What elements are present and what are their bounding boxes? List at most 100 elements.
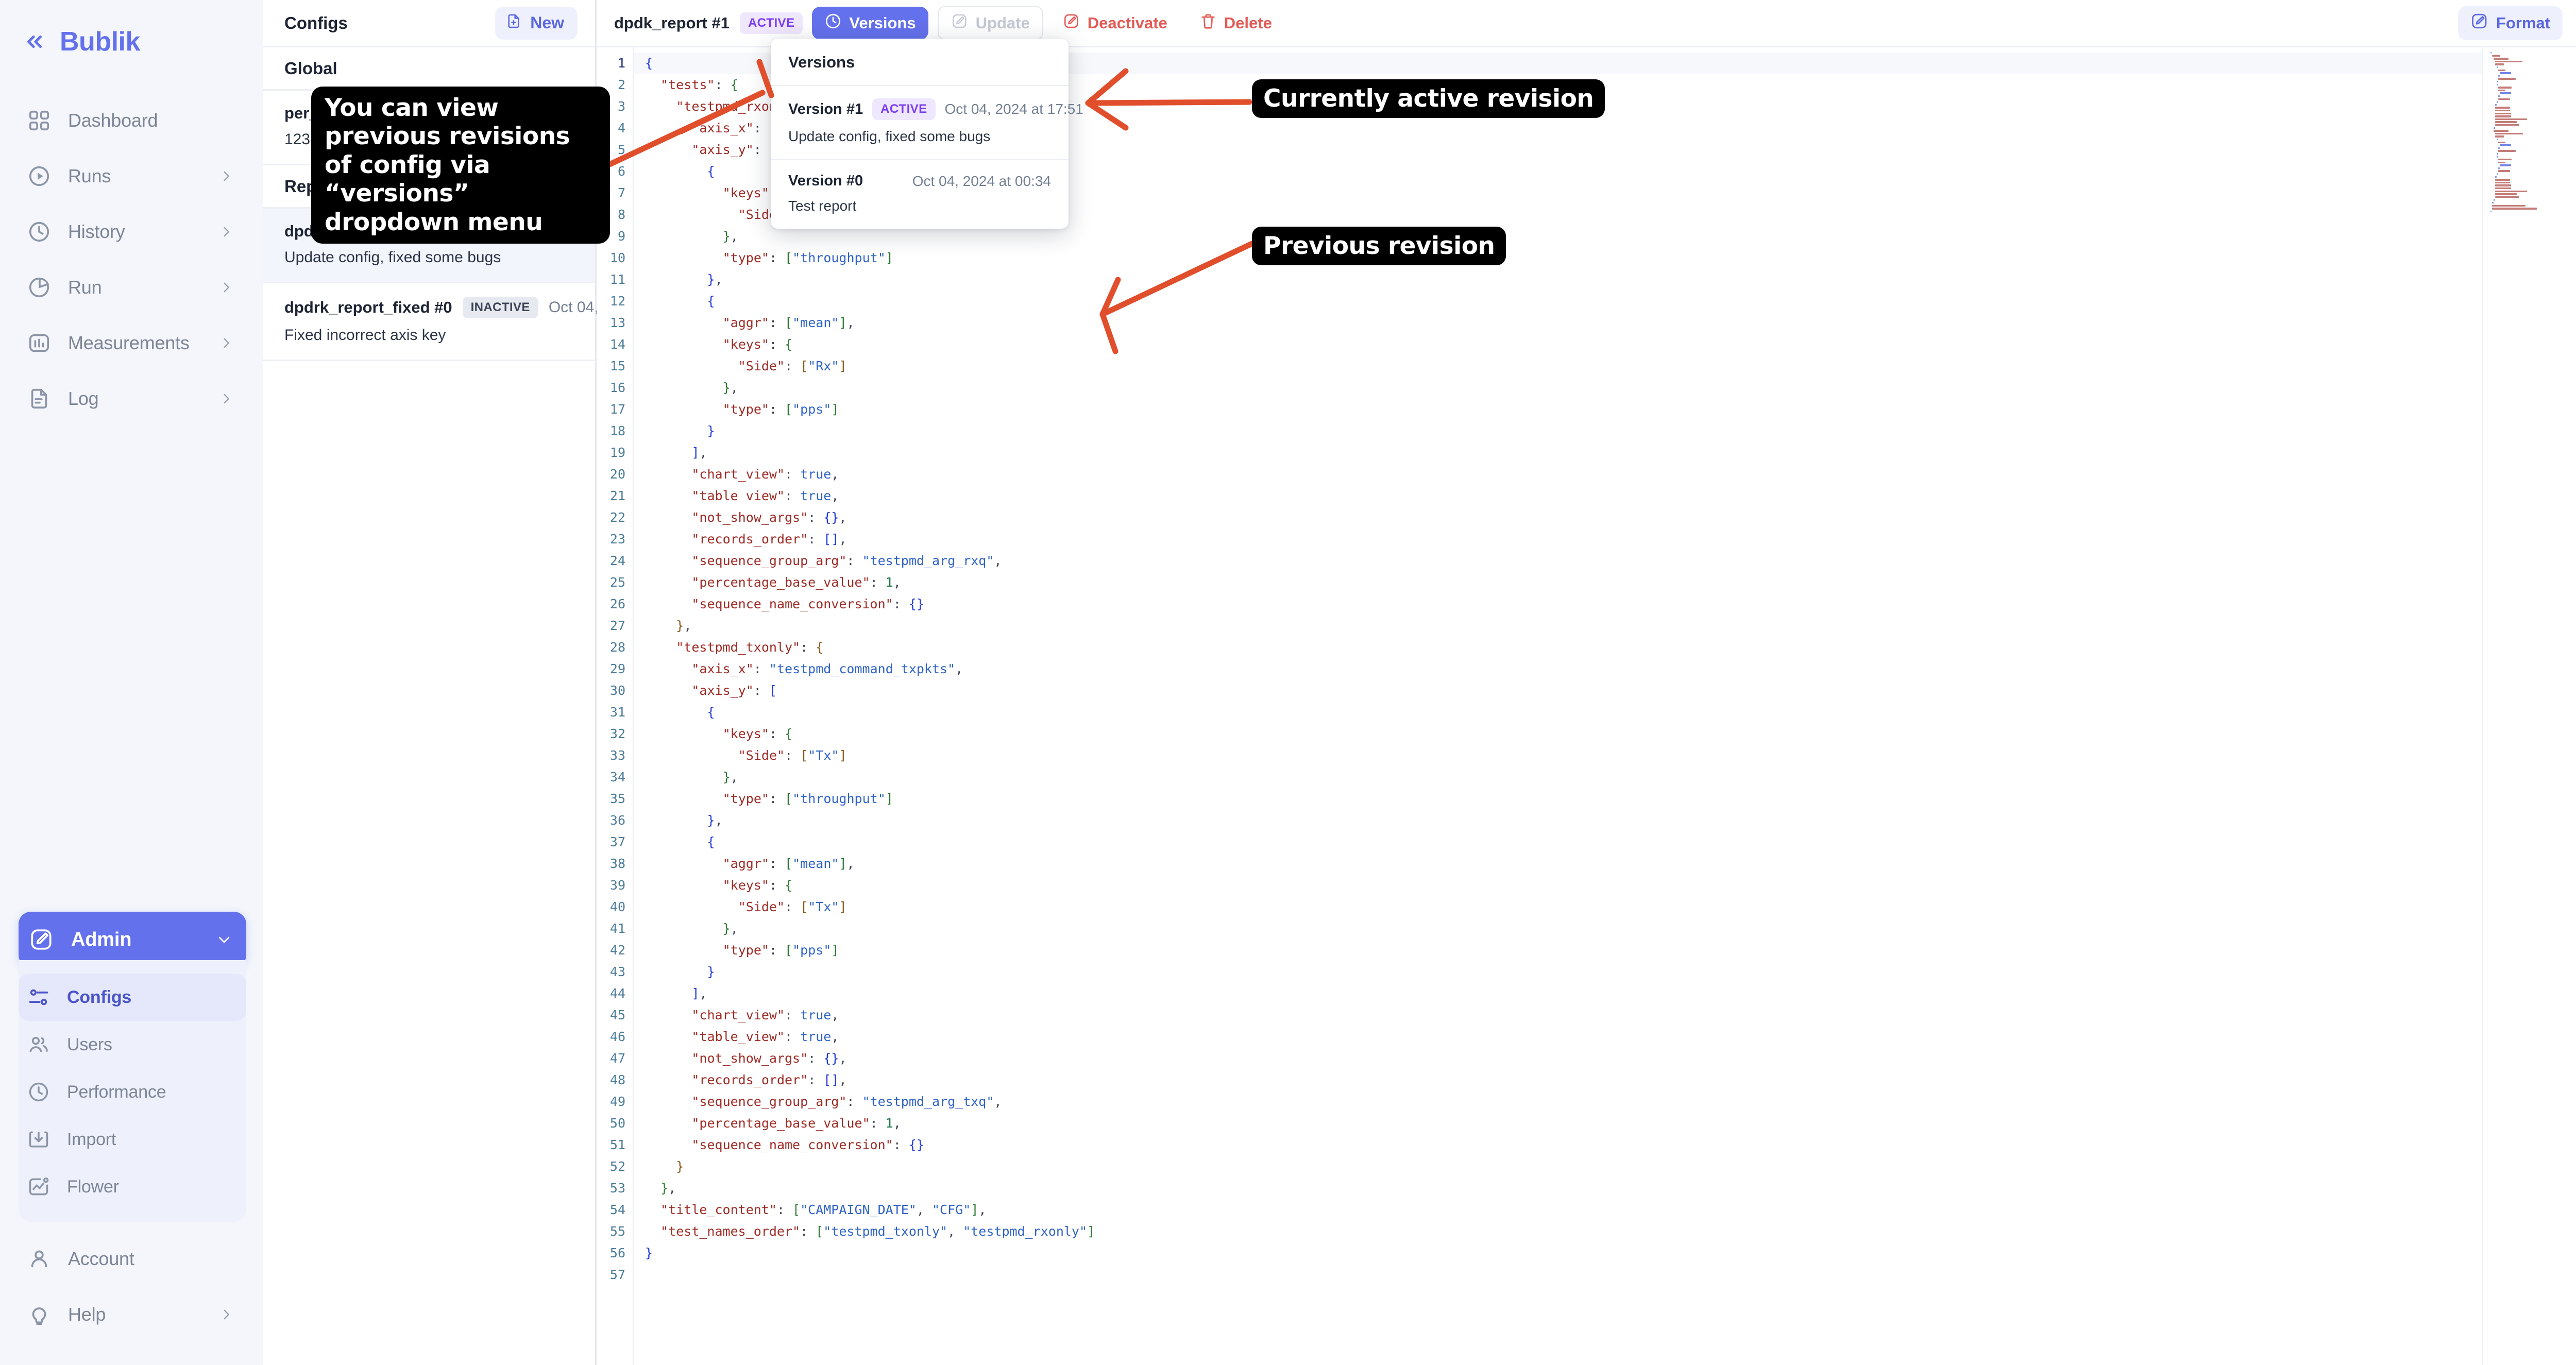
sidebar-spacer (19, 426, 246, 912)
config-description: 123 (284, 131, 311, 148)
update-button-label: Update (975, 13, 1030, 32)
status-badge: ACTIVE (739, 12, 803, 34)
chevrons-left-icon[interactable] (23, 30, 46, 54)
annotation-callout-active-revision: Currently active revision (1252, 79, 1605, 118)
lightbulb-icon (26, 1301, 53, 1328)
version-row-top: Version #1 ACTIVE Oct 04, 2024 at 17:51 (788, 98, 1083, 120)
new-config-label: New (530, 13, 564, 32)
sidebar-item-run[interactable]: Run (19, 260, 246, 315)
new-config-button[interactable]: New (495, 6, 578, 40)
edit-square-icon (951, 12, 969, 34)
clock-icon (26, 218, 53, 245)
editor-toolbar: dpdk_report #1 ACTIVE Versions Update De… (597, 0, 2576, 47)
version-description: Test report (788, 198, 857, 214)
admin-toggle[interactable]: Admin (19, 912, 246, 967)
admin-submenu: Configs Users Performance (19, 960, 246, 1222)
sidebar-item-log[interactable]: Log (19, 371, 246, 426)
format-button-label: Format (2496, 13, 2550, 32)
sidebar-item-label: Dashboard (68, 110, 158, 131)
versions-button[interactable]: Versions (812, 6, 928, 40)
sidebar-item-label: Configs (67, 987, 132, 1007)
format-button[interactable]: Format (2458, 6, 2563, 40)
main-nav: Dashboard Runs History (19, 93, 246, 426)
trash-icon (1199, 12, 1217, 34)
sidebar-item-help[interactable]: Help (19, 1287, 246, 1342)
sidebar-item-label: Run (68, 277, 102, 298)
sidebar-item-performance[interactable]: Performance (19, 1068, 246, 1116)
sidebar-item-import[interactable]: Import (19, 1116, 246, 1163)
delete-button-label: Delete (1224, 13, 1272, 32)
configs-panel-header: Configs New (263, 0, 595, 47)
user-icon (26, 1245, 53, 1272)
versions-dropdown[interactable]: Versions Version #1 ACTIVE Oct 04, 2024 … (771, 39, 1083, 229)
config-row-top: dpdrk_report_fixed #0 INACTIVE Oct 04, 2… (284, 297, 697, 318)
sidebar-item-configs[interactable]: Configs (19, 974, 246, 1021)
chevron-right-icon (218, 335, 234, 351)
sidebar-item-dashboard[interactable]: Dashboard (19, 93, 246, 148)
version-description: Update config, fixed some bugs (788, 128, 991, 144)
chevron-right-icon (218, 280, 234, 295)
status-badge: ACTIVE (872, 98, 936, 120)
annotation-callout-versions-menu: You can view previous revisions of confi… (311, 87, 610, 244)
pie-chart-icon (26, 274, 53, 301)
import-icon (26, 1127, 52, 1152)
versions-dropdown-title: Versions (771, 39, 1069, 86)
brand[interactable]: Bublik (19, 23, 246, 61)
code-content[interactable]: { "tests": { "testpmd_rxonly": { "axis_x… (634, 47, 2576, 1365)
users-icon (26, 1032, 52, 1057)
config-description: Update config, fixed some bugs (284, 249, 501, 266)
sidebar-item-label: Users (67, 1034, 112, 1054)
sidebar-item-label: Flower (67, 1176, 119, 1197)
sidebar-item-label: Log (68, 388, 99, 409)
version-date: Oct 04, 2024 at 17:51 (944, 101, 1083, 117)
play-circle-icon (26, 163, 53, 190)
clock-icon (26, 1079, 52, 1105)
sidebar-item-label: Account (68, 1248, 134, 1269)
sidebar-item-measurements[interactable]: Measurements (19, 315, 246, 371)
deactivate-button[interactable]: Deactivate (1050, 7, 1180, 40)
editor-minimap[interactable] (2482, 47, 2576, 1365)
admin-section: Admin Configs Users (19, 912, 246, 1222)
version-date: Oct 04, 2024 at 00:34 (912, 173, 1051, 189)
sidebar-bottom-nav: Account Help (19, 1231, 246, 1342)
sidebar-item-flower[interactable]: Flower (19, 1163, 246, 1210)
sidebar-item-label: Measurements (68, 332, 190, 353)
status-badge: INACTIVE (462, 297, 538, 318)
sidebar-item-users[interactable]: Users (19, 1021, 246, 1068)
sidebar-item-history[interactable]: History (19, 204, 246, 260)
version-name: Version #0 (788, 173, 863, 189)
sidebar-item-label: Help (68, 1304, 106, 1325)
chevron-down-icon[interactable] (216, 932, 232, 947)
admin-label: Admin (71, 928, 132, 950)
versions-button-label: Versions (849, 13, 916, 32)
sidebar-item-runs[interactable]: Runs (19, 148, 246, 204)
bar-chart-icon (26, 330, 53, 356)
version-list-item[interactable]: Version #0 Oct 04, 2024 at 00:34 Test re… (771, 160, 1069, 229)
main-content: dpdk_report #1 ACTIVE Versions Update De… (597, 0, 2576, 1365)
config-list-item[interactable]: dpdrk_report_fixed #0 INACTIVE Oct 04, 2… (263, 283, 697, 361)
version-name: Version #1 (788, 100, 863, 117)
grid-icon (26, 107, 53, 134)
file-text-icon (26, 385, 53, 412)
update-button[interactable]: Update (937, 5, 1043, 41)
delete-button[interactable]: Delete (1187, 7, 1284, 40)
edit-square-icon (28, 926, 56, 953)
document-title: dpdk_report #1 (614, 13, 730, 32)
brand-name: Bublik (60, 27, 140, 57)
sidebar-item-account[interactable]: Account (19, 1231, 246, 1287)
page-title: Configs (284, 13, 348, 32)
sidebar: Bublik Dashboard Runs (0, 0, 263, 1365)
chevron-right-icon (218, 168, 234, 184)
config-name: dpdrk_report_fixed #0 (284, 298, 452, 316)
edit-square-icon (2470, 12, 2489, 35)
annotation-callout-previous-revision: Previous revision (1252, 227, 1506, 265)
chevron-right-icon (218, 391, 234, 406)
sidebar-item-label: Import (67, 1129, 116, 1149)
sidebar-item-label: History (68, 221, 125, 242)
edit-square-icon (1063, 12, 1080, 34)
version-list-item[interactable]: Version #1 ACTIVE Oct 04, 2024 at 17:51 … (771, 86, 1083, 160)
version-row-top: Version #0 Oct 04, 2024 at 00:34 (788, 173, 1051, 190)
file-plus-icon (505, 13, 522, 33)
